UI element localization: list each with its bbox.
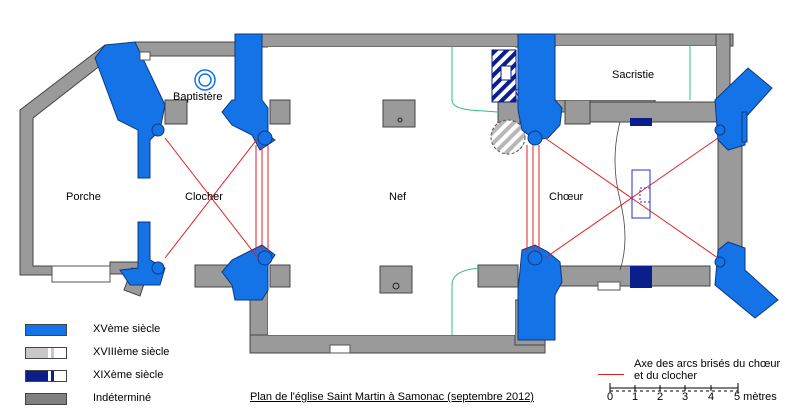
tower-west-north bbox=[94, 41, 166, 179]
baptistery-font bbox=[194, 69, 216, 91]
green-outlines bbox=[451, 46, 691, 335]
tower-west-south bbox=[119, 221, 166, 286]
room-label-choeur: Chœur bbox=[549, 191, 584, 203]
nave-south-wall bbox=[249, 334, 546, 354]
door-step-west bbox=[51, 265, 111, 283]
axis-legend-line bbox=[598, 374, 624, 375]
door-step-south bbox=[597, 281, 621, 291]
legend-label: XIXème siècle bbox=[93, 369, 164, 381]
door-step-nave bbox=[329, 344, 351, 354]
tower-ne-pier bbox=[221, 33, 276, 151]
altar-outline bbox=[631, 169, 651, 219]
legend-label: XVIIIème siècle bbox=[93, 346, 170, 358]
nave-blocks bbox=[269, 99, 521, 294]
choir-ne-wall bbox=[741, 111, 748, 143]
walls-indetermine bbox=[19, 33, 743, 354]
font-marker-2 bbox=[397, 117, 403, 123]
room-label-clocher: Clocher bbox=[185, 191, 223, 203]
legend-swatch-xviii bbox=[25, 347, 67, 359]
nave-left-wall-stub-n bbox=[269, 99, 291, 125]
choir-north-xix bbox=[630, 118, 652, 126]
scale-tick-label: 1 bbox=[632, 391, 639, 403]
axis-legend-text-line1: Axe des arcs brisés du chœur bbox=[634, 358, 781, 370]
nave-block-south bbox=[379, 265, 413, 294]
porch-wall bbox=[19, 44, 111, 276]
legend-swatch-xv bbox=[25, 324, 67, 336]
room-label-baptistere: Baptistère bbox=[173, 91, 223, 103]
nave-right-wall-stub bbox=[477, 264, 519, 288]
door-step-baptistery bbox=[139, 51, 151, 61]
legend-swatch-xix bbox=[25, 370, 67, 382]
room-label-sacristie: Sacristie bbox=[612, 69, 655, 81]
font-marker bbox=[392, 282, 400, 290]
choir-nw-pier bbox=[517, 33, 563, 141]
choir-sw-pier bbox=[517, 244, 563, 341]
wall-stub-1 bbox=[164, 99, 188, 125]
wall-stub-7 bbox=[564, 99, 591, 125]
altar-inner bbox=[639, 187, 651, 203]
choir-step-line bbox=[614, 121, 626, 271]
legend-label: Indéterminé bbox=[93, 392, 152, 404]
north-wall-sacristy bbox=[554, 33, 734, 47]
legend-swatch-indetermine bbox=[25, 393, 67, 405]
choir-south-xix bbox=[630, 266, 652, 288]
scale-tick-label: 3 bbox=[682, 391, 689, 403]
choir-se-buttress bbox=[714, 241, 779, 319]
scale-tick-label: 0 bbox=[607, 391, 614, 403]
scale-tick-label: 2 bbox=[657, 391, 664, 403]
stair-turret-xviii bbox=[490, 119, 526, 155]
nave-block-north bbox=[382, 99, 416, 128]
columns bbox=[151, 123, 726, 275]
plan-caption: Plan de l'église Saint Martin à Samonac … bbox=[250, 391, 534, 403]
scale-bar bbox=[609, 383, 739, 393]
xv-structure bbox=[94, 33, 779, 341]
legend-label: XVème siècle bbox=[93, 323, 161, 335]
room-label-porche: Porche bbox=[66, 191, 101, 203]
xix-elements bbox=[491, 49, 652, 288]
north-wall-nave bbox=[261, 33, 521, 48]
axis-legend-text-line2: et du clocher bbox=[634, 370, 697, 382]
scale-tick-label: 4 bbox=[708, 391, 715, 403]
nave-left-wall-stub bbox=[269, 264, 291, 288]
scale-tick-label: 5 mètres bbox=[734, 391, 777, 403]
choir-north-wall bbox=[589, 101, 721, 123]
room-label-nef: Nef bbox=[389, 191, 407, 203]
